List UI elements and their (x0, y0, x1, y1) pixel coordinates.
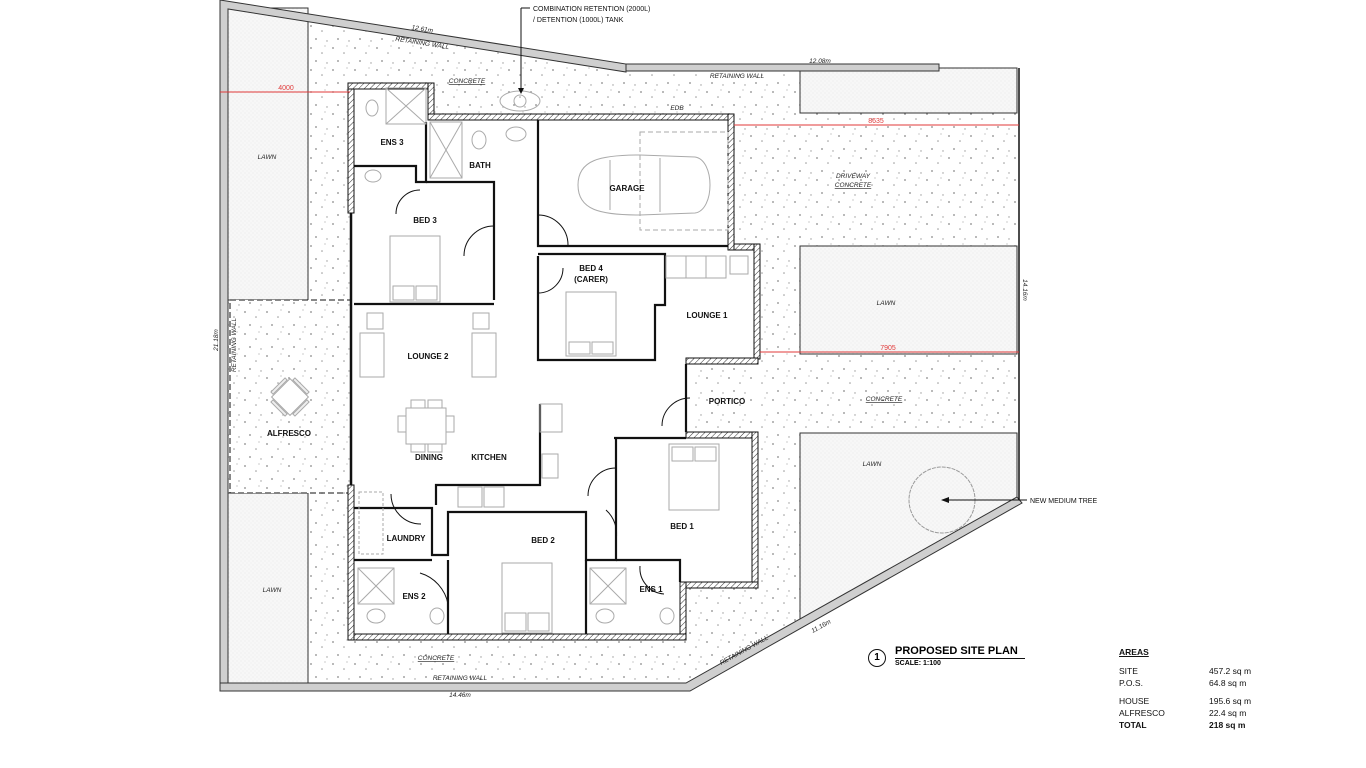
concrete-label-top: CONCRETE (449, 78, 486, 85)
room-label-dining: DINING (415, 453, 443, 462)
bathroom-fixtures (357, 87, 675, 625)
room-label-portico: PORTICO (709, 397, 745, 406)
lawn-top-left (227, 7, 309, 301)
area-label: HOUSE (1119, 696, 1150, 706)
area-label: SITE (1119, 666, 1138, 676)
edb-label: EDB (670, 105, 684, 112)
living-furniture (359, 255, 749, 508)
room-label-garage: GARAGE (609, 184, 645, 193)
room-label-bed4: BED 4 (579, 264, 603, 273)
interior-walls (354, 120, 728, 634)
room-label-bed2: BED 2 (531, 536, 555, 545)
boundary-dim-top-right: 12.08m (809, 58, 831, 65)
room-label-bed4-sub: (CARER) (574, 275, 608, 284)
retaining-wall-label-left: RETAINING WALL (231, 317, 238, 372)
lawn-label-mid-right: LAWN (877, 300, 896, 307)
door-swings (390, 189, 691, 605)
areas-row: SITE 457.2 sq m (1119, 666, 1259, 678)
retaining-wall-label-bottom: RETAINING WALL (433, 675, 488, 682)
areas-header: AREAS (1119, 647, 1149, 657)
house-footprint (350, 85, 758, 638)
areas-table: AREAS SITE 457.2 sq m P.O.S. 64.8 sq m HOU… (1119, 647, 1259, 732)
lawn-label-bottom-left: LAWN (263, 587, 282, 594)
room-label-bed3: BED 3 (413, 216, 437, 225)
plan-number-badge: 1 (868, 649, 886, 667)
boundary-dim-bottom: 14.46m (449, 692, 471, 699)
lawn-mid-right (799, 245, 1018, 355)
plan-title: PROPOSED SITE PLAN (895, 645, 1025, 659)
area-total-label: TOTAL (1119, 720, 1147, 730)
room-label-ens3: ENS 3 (380, 138, 404, 147)
area-label: ALFRESCO (1119, 708, 1165, 718)
beds (389, 235, 720, 634)
room-label-lounge2: LOUNGE 2 (408, 352, 449, 361)
room-label-laundry: LAUNDRY (387, 534, 426, 543)
areas-row: P.O.S. 64.8 sq m (1119, 678, 1259, 690)
areas-row: HOUSE 195.6 sq m (1119, 696, 1259, 708)
lawn-bottom-right (799, 432, 1018, 623)
boundary-dim-left: 21.18m (213, 329, 220, 352)
setback-lounge-dim: 7905 (880, 345, 896, 352)
portico-area (692, 366, 752, 430)
lawn-label-bottom-right: LAWN (863, 461, 882, 468)
lawn-label-top-left: LAWN (258, 154, 277, 161)
room-label-alfresco: ALFRESCO (267, 429, 311, 438)
exterior-walls (347, 82, 761, 641)
areas-row: ALFRESCO 22.4 sq m (1119, 708, 1259, 720)
concrete-label-right: CONCRETE (866, 396, 903, 403)
plan-scale: SCALE: 1:100 (895, 660, 941, 667)
car-icon (577, 131, 729, 231)
boundary-dim-right: 14.16m (1021, 279, 1028, 301)
retaining-wall-bottom (219, 496, 1023, 692)
tank-note-line1: COMBINATION RETENTION (2000L) (533, 6, 650, 13)
setback-dimensions (220, 91, 1019, 353)
lawn-top-right (799, 67, 1018, 114)
tree-note: NEW MEDIUM TREE (1030, 498, 1097, 505)
tank-note-line2: / DETENTION (1000L) TANK (533, 17, 624, 24)
area-value: 457.2 sq m (1209, 666, 1252, 676)
setback-garage-dim: 8635 (868, 118, 884, 125)
boundary-dim-top-left: 12.61m (411, 24, 434, 34)
driveway-concrete-label: CONCRETE (835, 182, 872, 189)
alfresco-table (270, 377, 310, 417)
driveway-label: DRIVEWAY (836, 173, 871, 180)
room-label-kitchen: KITCHEN (471, 453, 507, 462)
room-label-bath: BATH (469, 161, 491, 170)
area-value: 195.6 sq m (1209, 696, 1252, 706)
area-value: 64.8 sq m (1209, 678, 1247, 688)
retaining-wall-top-right (625, 63, 940, 72)
room-label-ens1: ENS 1 (639, 585, 663, 594)
retaining-wall-label-top-right: RETAINING WALL (710, 73, 765, 80)
setback-left-dim: 4000 (278, 85, 294, 92)
room-label-lounge1: LOUNGE 1 (687, 311, 728, 320)
area-value: 22.4 sq m (1209, 708, 1247, 718)
room-label-ens2: ENS 2 (402, 592, 426, 601)
concrete-label-bottom: CONCRETE (418, 655, 455, 662)
room-label-bed1: BED 1 (670, 522, 694, 531)
area-label: P.O.S. (1119, 678, 1143, 688)
area-total-value: 218 sq m (1209, 720, 1246, 730)
areas-total-row: TOTAL 218 sq m (1119, 720, 1259, 732)
